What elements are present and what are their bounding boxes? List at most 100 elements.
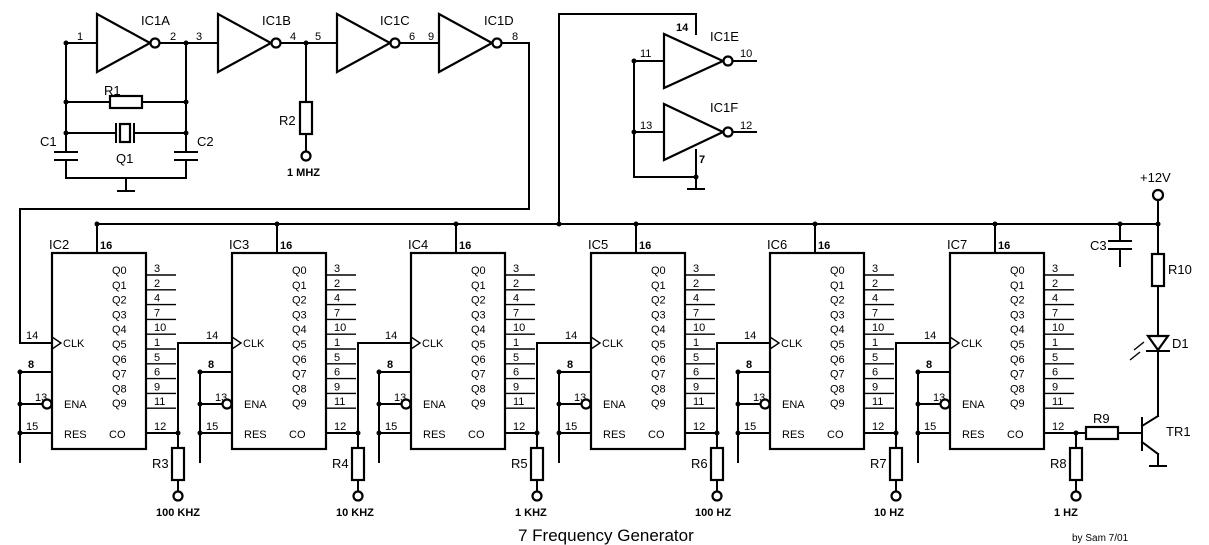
pin-number: 6 <box>513 367 519 379</box>
pin-number: 1 <box>1052 337 1058 349</box>
capacitor-c3 <box>1108 240 1132 250</box>
pin-number: 9 <box>693 381 699 393</box>
output-resistor <box>170 446 186 482</box>
output-label: Q5 <box>1010 339 1025 351</box>
output-resistor-label: R8 <box>1050 456 1067 471</box>
output-label: Q1 <box>1010 280 1025 292</box>
output-label: Q4 <box>830 324 845 336</box>
pin-number: 4 <box>334 293 340 305</box>
output-frequency-label: 10 KHZ <box>336 507 374 519</box>
output-label: Q9 <box>830 398 845 410</box>
capacitor-label-c3: C3 <box>1090 238 1107 253</box>
output-label: Q2 <box>471 295 486 307</box>
gate-label-ic1a: IC1A <box>141 13 170 28</box>
output-resistor-label: R6 <box>691 456 708 471</box>
output-label: Q9 <box>112 398 127 410</box>
pin-number: 2 <box>334 278 340 290</box>
ena-label: ENA <box>782 399 805 411</box>
pin-number: 9 <box>334 381 340 393</box>
output-label: Q6 <box>1010 354 1025 366</box>
pin-number: 4 <box>154 293 160 305</box>
pin-number: 3 <box>334 263 340 275</box>
output-label: Q4 <box>471 324 486 336</box>
output-label: Q0 <box>651 265 666 277</box>
pin-number: 2 <box>693 278 699 290</box>
output-label: Q2 <box>1010 295 1025 307</box>
output-label: Q1 <box>292 280 307 292</box>
output-label: Q3 <box>651 309 666 321</box>
transistor-label-tr1: TR1 <box>1166 424 1191 439</box>
author-credit: by Sam 7/01 <box>1072 533 1129 544</box>
output-label: Q4 <box>292 324 307 336</box>
res-label: RES <box>603 429 626 441</box>
output-label: Q6 <box>830 354 845 366</box>
output-label: Q7 <box>112 369 127 381</box>
pin-number: 8 <box>746 359 752 371</box>
svg-text:4: 4 <box>290 31 296 43</box>
output-resistor <box>888 446 904 482</box>
output-label: Q9 <box>1010 398 1025 410</box>
pin-number: 5 <box>513 352 519 364</box>
pin-number: 14 <box>565 330 577 342</box>
inverter-ic1a-bubble <box>149 37 161 49</box>
output-frequency-label: 1 HZ <box>1054 507 1078 519</box>
gate-label-ic1f: IC1F <box>710 100 738 115</box>
pin-number: 11 <box>872 396 883 408</box>
output-label: Q7 <box>1010 369 1025 381</box>
pin-number: 9 <box>872 381 878 393</box>
pin-number: 5 <box>1052 352 1058 364</box>
supply-terminal <box>1151 188 1165 202</box>
output-label: Q8 <box>1010 383 1025 395</box>
output-resistor <box>709 446 725 482</box>
pin-number: 1 <box>154 337 160 349</box>
counter-ic-label: IC4 <box>408 237 428 252</box>
svg-text:2: 2 <box>170 31 176 43</box>
resistor-r9 <box>1084 425 1120 441</box>
pin-number: 16 <box>998 240 1010 252</box>
gate-label-ic1c: IC1C <box>380 13 410 28</box>
ena-label: ENA <box>244 399 267 411</box>
inverter-ic1c-bubble <box>389 37 401 49</box>
output-label: Q4 <box>651 324 666 336</box>
ena-label: ENA <box>603 399 626 411</box>
pin-number: 2 <box>1052 278 1058 290</box>
output-resistor-label: R7 <box>870 456 887 471</box>
pin-number: 15 <box>206 421 218 433</box>
pin-number: 5 <box>334 352 340 364</box>
gate-label-ic1b: IC1B <box>262 13 291 28</box>
output-label: Q3 <box>112 309 127 321</box>
pin-number: 14 <box>744 330 756 342</box>
output-label: Q1 <box>471 280 486 292</box>
svg-text:9: 9 <box>428 31 434 43</box>
clk-label: CLK <box>63 338 85 350</box>
inverter-ic1b-bubble <box>270 37 282 49</box>
output-label: Q2 <box>651 295 666 307</box>
output-resistor <box>1068 446 1084 482</box>
clk-label: CLK <box>602 338 624 350</box>
output-frequency-label: 1 KHZ <box>515 507 547 519</box>
pin-number: 1 <box>334 337 340 349</box>
pin-number: 12 <box>334 421 346 433</box>
pin-number: 3 <box>693 263 699 275</box>
pin-number: 13 <box>753 392 765 404</box>
output-label: Q7 <box>292 369 307 381</box>
pin-number: 11 <box>334 396 345 408</box>
pin-number: 15 <box>565 421 577 433</box>
pin-number: 12 <box>693 421 705 433</box>
output-label: Q9 <box>651 398 666 410</box>
pin-number: 2 <box>154 278 160 290</box>
counter-ic-label: IC2 <box>49 237 69 252</box>
pin-number: 15 <box>385 421 397 433</box>
output-terminal <box>711 490 723 502</box>
counter-ic-label: IC7 <box>947 237 967 252</box>
gate-label-ic1d: IC1D <box>484 13 514 28</box>
output-resistor-label: R3 <box>152 456 169 471</box>
pin-number: 6 <box>872 367 878 379</box>
